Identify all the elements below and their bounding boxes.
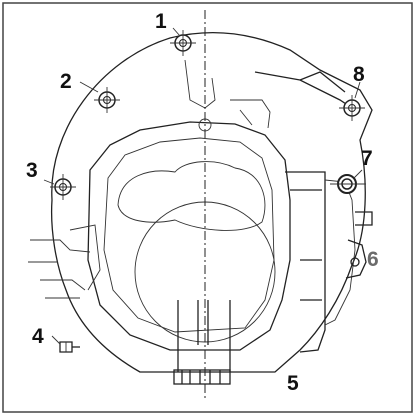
callout-5: 5 <box>287 372 299 395</box>
bolt-8 <box>339 95 365 121</box>
bolt-2 <box>94 87 120 113</box>
callout-labels: 1 2 3 4 5 6 7 8 <box>26 10 379 395</box>
gear-housing-inner <box>103 137 275 333</box>
callout-3: 3 <box>26 159 38 182</box>
leader-lines <box>43 27 363 345</box>
top-fittings <box>184 59 271 129</box>
upper-lobes <box>117 161 266 231</box>
bolt-1 <box>170 30 196 56</box>
bolt-4 <box>59 341 80 353</box>
bell-housing-outline <box>50 32 373 373</box>
bolt-3 <box>50 174 76 200</box>
right-gearbox-block <box>285 171 326 353</box>
output-flange <box>173 369 231 385</box>
output-shaft <box>177 300 231 372</box>
callout-4: 4 <box>32 325 44 348</box>
bolt-7 <box>330 174 366 194</box>
tab-right <box>355 211 373 226</box>
callout-7: 7 <box>361 147 373 170</box>
upper-flange <box>254 71 353 109</box>
callout-6: 6 <box>367 248 379 271</box>
left-components <box>28 224 101 299</box>
mount-hole-6 <box>350 257 360 267</box>
gear-housing <box>87 121 291 351</box>
callout-1: 1 <box>155 10 167 33</box>
output-flange-teeth <box>181 370 221 384</box>
mount-bracket-6 <box>345 239 367 279</box>
right-cover <box>324 179 356 326</box>
callout-8: 8 <box>353 63 365 86</box>
callout-2: 2 <box>60 70 72 93</box>
